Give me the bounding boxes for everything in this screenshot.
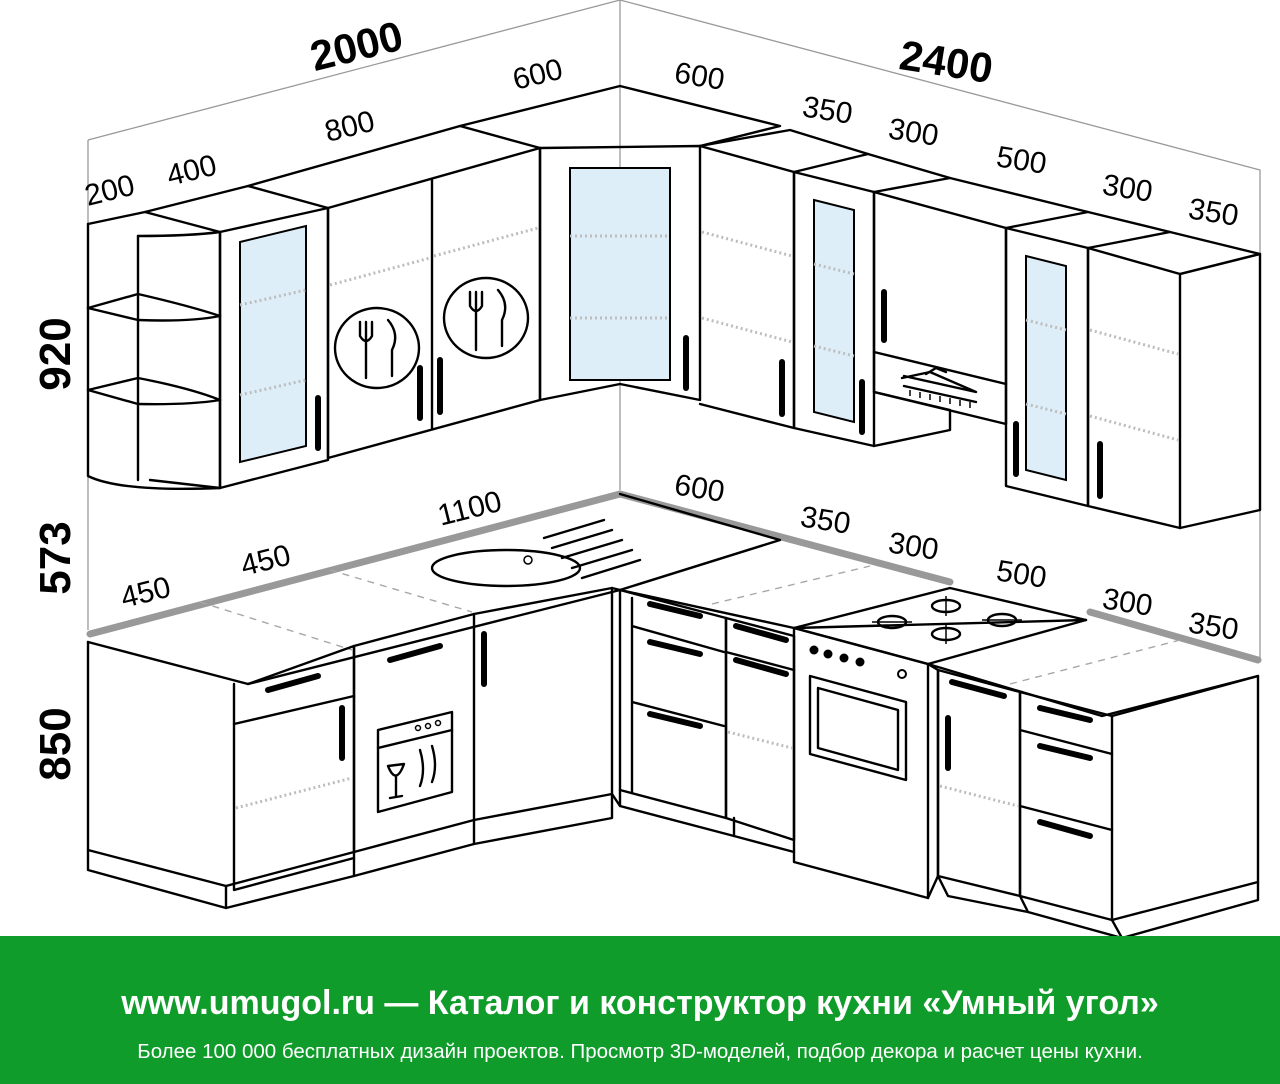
- plate-cutlery-icon: [442, 276, 530, 360]
- sink-icon: [430, 518, 642, 588]
- dim-lower-450a: 450: [117, 571, 174, 615]
- dim-lower-300b: 300: [1100, 582, 1155, 622]
- dim-upper-800: 800: [321, 105, 378, 149]
- dim-upper-300: 300: [886, 112, 941, 152]
- dishwasher-cabinet: [352, 612, 476, 854]
- dim-upper-350: 350: [800, 90, 855, 130]
- oven-cabinet: [792, 626, 930, 900]
- dim-upper-200: 200: [81, 169, 138, 213]
- dim-lower-300: 300: [886, 526, 941, 566]
- drawer-unit-end: [1018, 674, 1260, 936]
- glass-cabinet-left: [143, 184, 330, 490]
- dishwasher-icon: [376, 710, 454, 814]
- dim-upper-350b: 350: [1186, 192, 1241, 232]
- corner-glass-cabinet: [458, 84, 782, 402]
- upper-cabinets: [86, 84, 1262, 530]
- dim-lower-450b: 450: [237, 539, 294, 583]
- footer-banner: www.umugol.ru — Каталог и конструктор ку…: [0, 936, 1280, 1084]
- dim-lower-350: 350: [798, 500, 853, 540]
- dim-upper-300b: 300: [1100, 168, 1155, 208]
- sink-base-cabinet: [352, 586, 622, 878]
- dim-height-gap: 573: [31, 521, 80, 594]
- end-cabinet-350: [1086, 230, 1262, 530]
- dim-lower-350b: 350: [1186, 606, 1241, 646]
- base-cabinet-450: [86, 640, 356, 910]
- drawer-unit-600: [618, 588, 736, 838]
- dim-height-lower: 850: [31, 707, 80, 780]
- kitchen-diagram: 2000 2400 200 400 800 600 600 350 300 50…: [31, 0, 1262, 936]
- dim-upper-500: 500: [994, 140, 1049, 180]
- glass-cabinet-300-right: [1004, 210, 1172, 508]
- cabinet-350-right: [698, 128, 870, 430]
- dim-top-right-total: 2400: [896, 31, 996, 92]
- dim-upper-400: 400: [163, 149, 220, 193]
- range-hood-icon: [900, 366, 978, 408]
- footer-headline[interactable]: www.umugol.ru — Каталог и конструктор ку…: [121, 984, 1159, 1022]
- dim-upper-corner-left: 600: [509, 53, 566, 97]
- plate-cutlery-icon: [333, 306, 421, 390]
- dim-top-left-total: 2000: [305, 12, 407, 80]
- drawer-unit-350: [724, 616, 796, 854]
- dim-upper-corner-right: 600: [672, 56, 727, 96]
- dimension-labels: 2000 2400 200 400 800 600 600 350 300 50…: [31, 12, 1241, 781]
- dim-height-upper: 920: [31, 317, 80, 390]
- open-shelf-unit: [86, 210, 222, 490]
- dim-lower-500: 500: [994, 554, 1049, 594]
- glass-cabinet-300: [792, 152, 952, 448]
- oven-icon: [808, 645, 908, 782]
- lower-cabinets: [86, 586, 1260, 936]
- base-cabinet-500: [926, 662, 1030, 914]
- footer-subline: Более 100 000 бесплатных дизайн проектов…: [137, 1040, 1143, 1063]
- dim-lower-600: 600: [672, 468, 727, 508]
